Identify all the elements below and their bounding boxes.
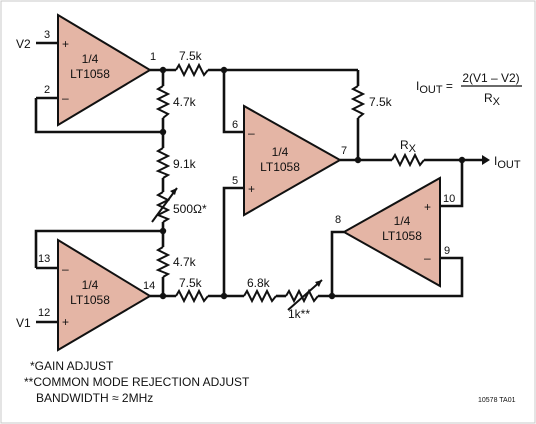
v2-label: V2 (16, 37, 31, 51)
cm-loop-wire (318, 256, 464, 298)
figure-reference: 10578 TA01 (478, 397, 516, 404)
label-rx: RX (400, 138, 417, 155)
adjust-arrows (151, 187, 323, 311)
resistor-cm-adjust (285, 288, 319, 304)
pin-2: 2 (44, 84, 50, 96)
iout-label: IOUT (494, 154, 521, 171)
formula-denominator: RX (484, 91, 501, 108)
junction-bottom-bus (220, 292, 228, 300)
v1-label: V1 (16, 316, 31, 330)
pin-12: 12 (38, 307, 50, 319)
junction-a1-fb (159, 128, 167, 136)
a4-output-wire (330, 230, 344, 296)
label-rx-sub: X (409, 143, 417, 155)
a1-plus-sign: + (62, 37, 69, 51)
a4-part-label: 1/4 (394, 214, 411, 228)
pin-3: 3 (44, 29, 50, 41)
gain-formula: IOUT = 2(V1 – V2) RX (416, 71, 522, 108)
a2-name-label: LT1058 (260, 160, 300, 174)
junctions (159, 66, 466, 300)
a3-minus-sign: – (62, 262, 69, 276)
label-rx-main: R (400, 138, 409, 152)
a1-minus-sign: – (62, 91, 69, 105)
label-bottom-shunt: 4.7k (173, 255, 197, 269)
opamp-a3 (57, 238, 152, 352)
resistor-top-shunt (155, 85, 171, 119)
pin-6: 6 (232, 119, 238, 131)
opamp-a2 (243, 104, 343, 217)
junction-a1-out (159, 66, 167, 74)
junction-a3-fb (159, 227, 167, 235)
a2-minus-sign: – (248, 126, 255, 140)
resistor-feedback (350, 85, 366, 119)
iout-arrow-icon (482, 155, 490, 165)
junction-iout (458, 156, 466, 164)
a2-plus-sign: + (248, 182, 255, 196)
resistor-rx (391, 152, 425, 168)
a2-minus-wire (222, 70, 244, 134)
opamp-a4 (341, 176, 441, 288)
a4-plus-sign: + (424, 200, 431, 214)
gain-adjust-arrow-icon (151, 187, 178, 223)
iout-label-main: I (494, 154, 497, 168)
a4-plus-wire (440, 160, 464, 208)
gain-adjust-arrowhead-icon (170, 188, 177, 195)
pin-14: 14 (143, 280, 155, 292)
label-gain-fixed: 9.1k (173, 157, 197, 171)
resistor-gain-fixed (155, 147, 171, 179)
resistor-cm (243, 288, 277, 304)
a3-feedback-wire (34, 229, 163, 268)
a2-plus-wire (222, 186, 244, 296)
pin-13: 13 (38, 253, 50, 265)
pin-9: 9 (444, 245, 450, 257)
note-cmrr: **COMMON MODE REJECTION ADJUST (24, 375, 250, 389)
junction-top-bus (220, 66, 228, 74)
junction-a2-out (354, 156, 362, 164)
a3-plus-sign: + (62, 315, 69, 329)
a4-minus-sign: – (424, 251, 431, 265)
pin-7: 7 (341, 145, 347, 157)
cm-adjust-arrowhead-icon (315, 280, 322, 287)
resistor-bottom-series (175, 288, 209, 304)
pin-8: 8 (335, 214, 341, 226)
resistors (155, 62, 425, 304)
formula-lhs-main: I (416, 79, 419, 93)
a1-feedback-wire (34, 98, 163, 134)
label-top-series: 7.5k (179, 49, 203, 63)
cm-adjust-arrow-icon (287, 279, 323, 311)
formula-numerator: 2(V1 – V2) (462, 71, 519, 85)
pin-5: 5 (232, 175, 238, 187)
pin-1: 1 (150, 51, 156, 63)
iout-label-sub: OUT (497, 159, 521, 171)
formula-lhs-sub: OUT (419, 84, 443, 96)
note-bandwidth: BANDWIDTH ≈ 2MHz (36, 391, 153, 405)
formula-equals: = (443, 79, 453, 93)
junction-a3-out (159, 292, 167, 300)
resistor-top-series (175, 62, 209, 78)
resistor-bottom-shunt (155, 246, 171, 278)
formula-denominator-sub: X (493, 96, 501, 108)
a1-name-label: LT1058 (70, 67, 110, 81)
label-top-shunt: 4.7k (173, 95, 197, 109)
formula-lhs: IOUT = (416, 79, 453, 96)
pin-10: 10 (443, 193, 455, 205)
a4-name-label: LT1058 (382, 229, 422, 243)
label-feedback: 7.5k (369, 95, 393, 109)
note-gain: *GAIN ADJUST (30, 359, 114, 373)
label-cm-adjust: 1k** (288, 307, 310, 321)
junction-cm (328, 292, 336, 300)
label-cm: 6.8k (247, 276, 271, 290)
label-bottom-series: 7.5k (179, 276, 203, 290)
label-gain-adjust: 500Ω* (173, 202, 207, 216)
opamp-a1 (57, 13, 152, 127)
a1-part-label: 1/4 (82, 52, 99, 66)
a3-name-label: LT1058 (70, 293, 110, 307)
formula-denominator-main: R (484, 91, 493, 105)
a2-part-label: 1/4 (272, 145, 289, 159)
a3-part-label: 1/4 (82, 278, 99, 292)
